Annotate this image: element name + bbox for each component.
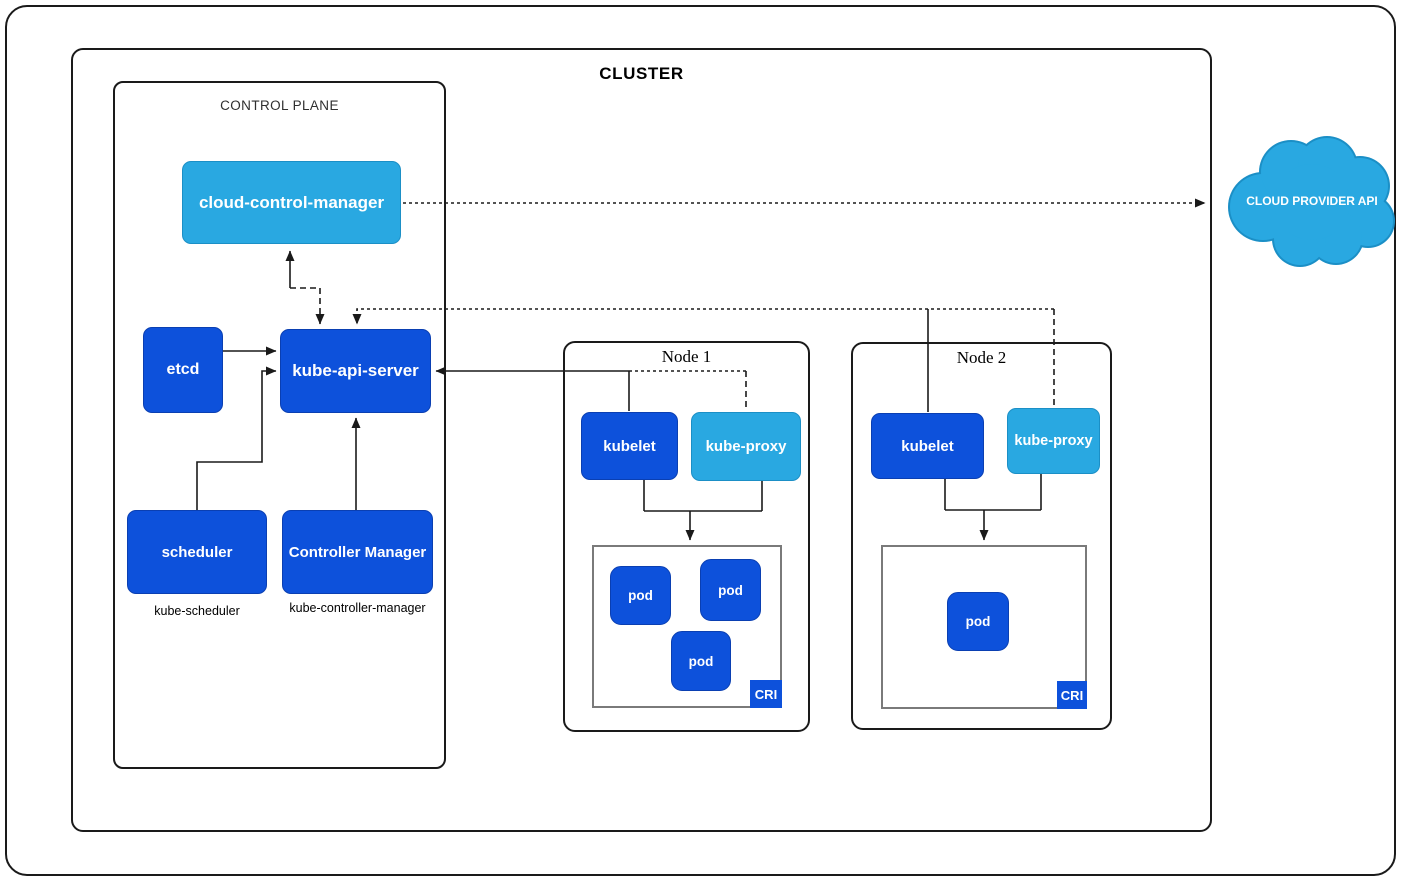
node1-kube-proxy-box: kube-proxy xyxy=(691,412,801,481)
controller-manager-caption: kube-controller-manager xyxy=(289,601,426,615)
node1-title: Node 1 xyxy=(661,347,712,366)
node2-title: Node 2 xyxy=(956,348,1007,367)
cluster-container xyxy=(71,48,1212,832)
node2-container xyxy=(851,342,1112,730)
etcd-box: etcd xyxy=(143,327,223,413)
cluster-title: CLUSTER xyxy=(599,64,684,83)
page-border xyxy=(5,5,1396,876)
node1-pod: pod xyxy=(700,559,761,621)
node2-kubelet-box: kubelet xyxy=(871,413,984,479)
control-plane-container xyxy=(113,81,446,769)
kube-api-server-box: kube-api-server xyxy=(280,329,431,413)
cloud-control-manager-box: cloud-control-manager xyxy=(182,161,401,244)
node1-kubelet-box: kubelet xyxy=(581,412,678,480)
node2-kube-proxy-box: kube-proxy xyxy=(1007,408,1100,474)
node2-pod: pod xyxy=(947,592,1009,651)
node1-container xyxy=(563,341,810,732)
node1-pod: pod xyxy=(610,566,671,625)
controller-manager-box: Controller Manager xyxy=(282,510,433,594)
node1-pod: pod xyxy=(671,631,731,691)
cloud-provider-api-label: CLOUD PROVIDER API xyxy=(1246,194,1378,208)
scheduler-caption: kube-scheduler xyxy=(154,604,240,618)
node2-cri-container xyxy=(881,545,1087,709)
control-plane-title: CONTROL PLANE xyxy=(220,98,339,113)
scheduler-box: scheduler xyxy=(127,510,267,594)
node2-cri-badge: CRI xyxy=(1057,681,1087,709)
node1-cri-badge: CRI xyxy=(750,680,782,708)
